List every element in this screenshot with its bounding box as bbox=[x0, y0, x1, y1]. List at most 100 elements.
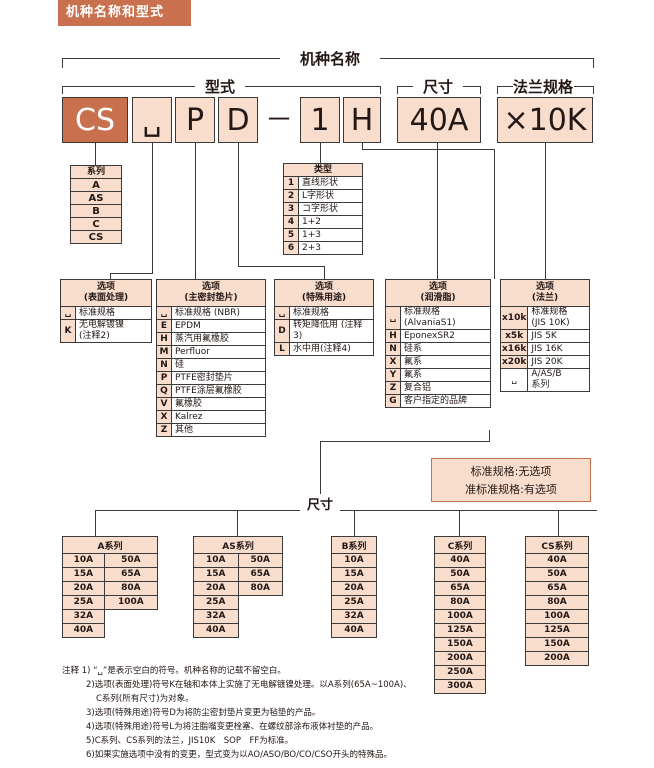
lube-subtitle: (润滑脂) bbox=[420, 293, 456, 303]
series-b: B bbox=[70, 204, 122, 218]
shape-code: 3 bbox=[283, 202, 299, 216]
code-1: 1 bbox=[300, 97, 340, 143]
seal-desc: PTFE涂层氟橡胶 bbox=[171, 384, 266, 398]
size-cell: 80A bbox=[434, 595, 486, 610]
flange-code: x20k bbox=[499, 355, 529, 369]
size-cell: 200A bbox=[434, 651, 486, 666]
surface-code: K bbox=[60, 319, 76, 343]
shape-desc: 2+3 bbox=[298, 241, 363, 255]
seal-code: V bbox=[156, 397, 172, 411]
standard-note-box: 标准规格:无选项 准标准规格:有选项 bbox=[431, 458, 591, 502]
seal-code: Q bbox=[156, 384, 172, 398]
special-title: 选项 bbox=[314, 282, 333, 292]
surface-desc: 标准规格 bbox=[75, 306, 152, 320]
special-desc: 水中用(注释4) bbox=[289, 342, 374, 356]
size-cell: 50A bbox=[237, 553, 283, 568]
size-table-title: CS系列 bbox=[525, 536, 589, 554]
size-cell: 10A bbox=[193, 553, 239, 568]
flange-desc: A/AS/B 系列 bbox=[527, 368, 590, 392]
lube-code: X bbox=[385, 355, 401, 369]
size-cell: 20A bbox=[62, 581, 105, 596]
series-c: C bbox=[70, 217, 122, 231]
size-cell: 65A bbox=[434, 581, 486, 596]
special-desc: 转矩降低用 (注释3) bbox=[289, 319, 374, 343]
series-cs: CS bbox=[70, 230, 122, 244]
series-title: 系列 bbox=[70, 165, 122, 179]
size-cell: 15A bbox=[62, 567, 105, 582]
seal-desc: 其他 bbox=[171, 423, 266, 437]
code-dash: － bbox=[264, 103, 293, 136]
flange-desc: 标准规格 (JIS 10K) bbox=[527, 306, 590, 330]
size-cell: 50A bbox=[525, 567, 589, 582]
note-line: 5)C系列、CS系列的法兰，JIS10K SOP FF为标准。 bbox=[86, 736, 294, 746]
seal-code: Z bbox=[156, 423, 172, 437]
seal-code: ␣ bbox=[156, 306, 172, 320]
code-size: 40A bbox=[397, 97, 481, 143]
surface-code: ␣ bbox=[60, 306, 76, 320]
surface-subtitle: (表面处理) bbox=[83, 293, 129, 303]
shape-code: 6 bbox=[283, 241, 299, 255]
surface-title: 选项 bbox=[96, 282, 115, 292]
flange-code: ␣ bbox=[499, 368, 529, 392]
special-desc: 标准规格 bbox=[289, 306, 374, 320]
seal-desc: PTFE密封垫片 bbox=[171, 371, 266, 385]
code-h: H bbox=[343, 97, 381, 143]
special-subtitle: (特殊用途) bbox=[301, 293, 347, 303]
lube-desc: 复合铝 bbox=[400, 381, 491, 395]
size-cell: 25A bbox=[193, 595, 239, 610]
size-cell: 40A bbox=[331, 623, 377, 638]
lube-desc: EponexSR2 bbox=[400, 329, 491, 343]
flange-code: x10k bbox=[499, 306, 529, 330]
lube-code: G bbox=[385, 394, 401, 408]
size-cell: 32A bbox=[193, 609, 239, 624]
size-cell: 10A bbox=[331, 553, 377, 568]
lube-desc: 标准规格 (AlvaniaS1) bbox=[400, 306, 491, 330]
size-cell: 50A bbox=[103, 553, 159, 568]
size-cell: 200A bbox=[525, 651, 589, 666]
size-cell: 40A bbox=[525, 553, 589, 568]
seal-code: X bbox=[156, 410, 172, 424]
shape-desc: コ字形状 bbox=[298, 202, 363, 216]
seal-desc: 氟橡胶 bbox=[171, 397, 266, 411]
shape-title: 类型 bbox=[283, 163, 363, 177]
size-table-title: A系列 bbox=[62, 536, 158, 554]
special-code: L bbox=[274, 342, 290, 356]
lube-desc: 氟系 bbox=[400, 355, 491, 369]
flange-desc: JIS 20K bbox=[527, 355, 590, 369]
flange-label: 法兰规格 bbox=[513, 78, 574, 96]
size-label: 尺寸 bbox=[422, 78, 453, 96]
note-line: 6)如果实施选项中没有的变更，型式变为以AO/ASO/BO/CO/CSO开头的特… bbox=[86, 750, 392, 760]
shape-desc: 1+2 bbox=[298, 215, 363, 229]
note-line: 3)选项(特殊用途)符号D为将防尘密封垫片变更为毡垫的产品。 bbox=[86, 708, 321, 718]
size-table-title: AS系列 bbox=[193, 536, 283, 554]
size-cell: 25A bbox=[331, 595, 377, 610]
flange-code: x16k bbox=[499, 342, 529, 356]
code-series: CS bbox=[62, 97, 128, 143]
flange-code: x5k bbox=[499, 329, 529, 343]
shape-code: 2 bbox=[283, 189, 299, 203]
size-cell: 150A bbox=[434, 637, 486, 652]
size-cell: 10A bbox=[62, 553, 105, 568]
shape-code: 1 bbox=[283, 176, 299, 190]
seal-code: P bbox=[156, 371, 172, 385]
size-cell: 80A bbox=[103, 581, 159, 596]
size-cell: 15A bbox=[331, 567, 377, 582]
seal-code: N bbox=[156, 358, 172, 372]
series-a: A bbox=[70, 178, 122, 192]
seal-desc: Perfluor bbox=[171, 345, 266, 359]
shape-code: 5 bbox=[283, 228, 299, 242]
size-cell: 40A bbox=[434, 553, 486, 568]
seal-desc: 蒸汽用氟橡胶 bbox=[171, 332, 266, 346]
size-table-cs: CS系列 40A 50A 65A 80A 100A 125A 150A 200A bbox=[525, 536, 589, 666]
note-line: 4)选项(特殊用途)符号L为将注脂嘴变更栓塞、在螺纹部涂布液体衬垫的产品。 bbox=[86, 722, 379, 732]
size-cell: 100A bbox=[103, 595, 159, 610]
code-d: D bbox=[218, 97, 258, 143]
shape-code: 4 bbox=[283, 215, 299, 229]
lube-code: H bbox=[385, 329, 401, 343]
special-code: D bbox=[274, 319, 290, 343]
